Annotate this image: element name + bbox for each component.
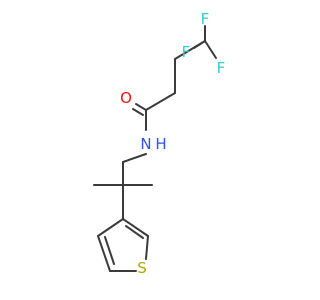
atom-label-sulfur: S [137,259,147,277]
bond-ring-inner-right [125,225,144,239]
bond-ch2-carbonyl [145,92,176,111]
atom-label-f-right: F [217,59,226,77]
bond-n-ch2 [122,153,147,163]
bond-ring-c2-s [145,235,149,260]
atom-label-f-top: F [201,10,210,28]
bond-cf3-f-right [204,40,217,59]
bonds [93,25,217,272]
molecule-structure: F F F O N H S [93,10,225,277]
molecule-canvas: F F F O N H S [93,10,225,277]
bond-ring-c4-c3 [97,218,124,237]
bond-ring-c5-c4 [97,235,111,272]
atom-label-f-left: F [182,43,191,61]
bond-carbonyl-o-2 [132,108,144,116]
bond-ring-inner-left [104,236,115,265]
atom-label-nitrogen: N [140,135,151,153]
atom-labels: F F F O N H S [120,10,225,277]
atom-label-oxygen: O [120,89,132,107]
atom-label-hydrogen: H [155,135,166,153]
bond-carbonyl-o-1 [135,103,147,111]
bond-ring-c3-c2 [122,218,149,237]
bond-cf3-ch2 [174,40,206,60]
